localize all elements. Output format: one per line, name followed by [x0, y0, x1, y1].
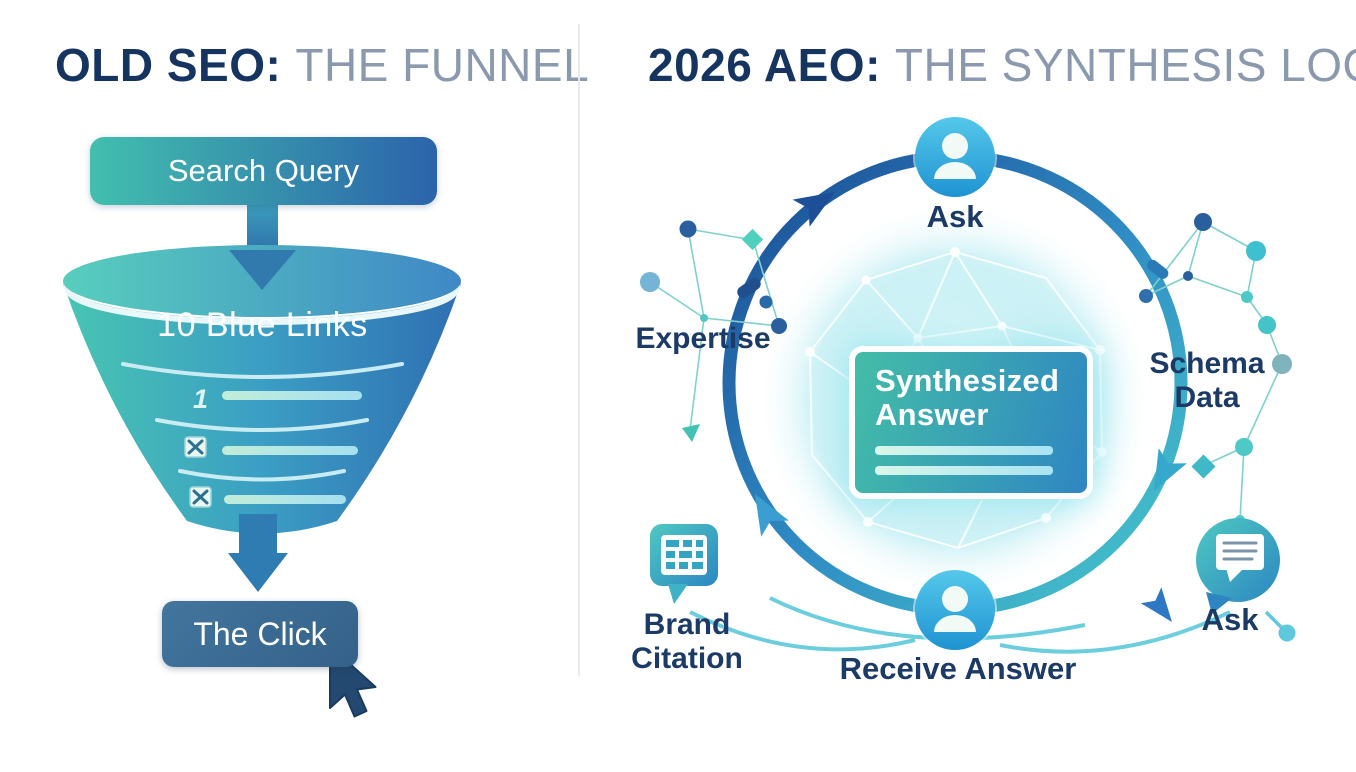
funnel-bowl: [63, 283, 461, 534]
user-icon: [915, 570, 995, 650]
loop-arrow-icon: [755, 192, 1187, 537]
result-bar: [222, 446, 358, 455]
right-panel-title: 2026 AEO:THE SYNTHESIS LOOP: [648, 38, 1356, 92]
funnel-tier-separators: [121, 362, 404, 482]
funnel-row: 1: [193, 384, 362, 414]
checkbox-icon: [184, 436, 207, 458]
small-arrow-icon: [1140, 587, 1172, 622]
chat-bubble-icon: [1196, 518, 1296, 642]
rank-number: 1: [193, 384, 208, 414]
search-query-label: Search Query: [167, 153, 360, 188]
network-nodes-decoration: [640, 220, 787, 442]
right-title-rest: THE SYNTHESIS LOOP: [894, 39, 1356, 91]
card-text-bar: [875, 446, 1053, 455]
result-bar: [224, 495, 346, 504]
card-text-bar: [875, 466, 1053, 475]
left-title-strong: OLD SEO:: [55, 39, 282, 91]
loop-step-ask-top: Ask: [926, 199, 984, 234]
result-bar: [222, 391, 362, 400]
calendar-grid-icon: [650, 524, 718, 604]
funnel-row: [184, 436, 358, 458]
funnel-graphic: 1: [63, 205, 461, 718]
the-click-box: The Click: [162, 601, 358, 667]
card-title-line2: Answer: [875, 397, 989, 432]
down-arrow-head: [229, 250, 296, 290]
loop-step-brand-citation: Brand Citation: [631, 608, 743, 675]
down-arrow-icon: [228, 514, 288, 592]
swoosh-decoration: [689, 596, 1231, 654]
checkbox-icon: [189, 486, 212, 508]
panel-divider: [578, 24, 580, 676]
left-title-rest: THE FUNNEL: [295, 39, 590, 91]
the-click-label: The Click: [193, 615, 327, 652]
loop-step-schema-data: Schema Data: [1149, 347, 1265, 414]
loop-step-receive-answer: Receive Answer: [839, 651, 1077, 686]
left-panel-title: OLD SEO:THE FUNNEL: [55, 38, 589, 92]
user-icon: [915, 117, 995, 197]
funnel-row: [189, 486, 346, 508]
right-title-strong: 2026 AEO:: [648, 39, 881, 91]
network-nodes-decoration: [1139, 213, 1292, 525]
synthesized-answer-card: Synthesized Answer: [849, 346, 1093, 499]
funnel-top-label: 10 Blue Links: [157, 306, 368, 344]
loop-step-expertise: Expertise: [635, 322, 771, 355]
card-title-line1: Synthesized: [875, 363, 1060, 398]
search-query-box: Search Query: [90, 137, 437, 205]
loop-step-ask-bottom: Ask: [1201, 602, 1259, 637]
